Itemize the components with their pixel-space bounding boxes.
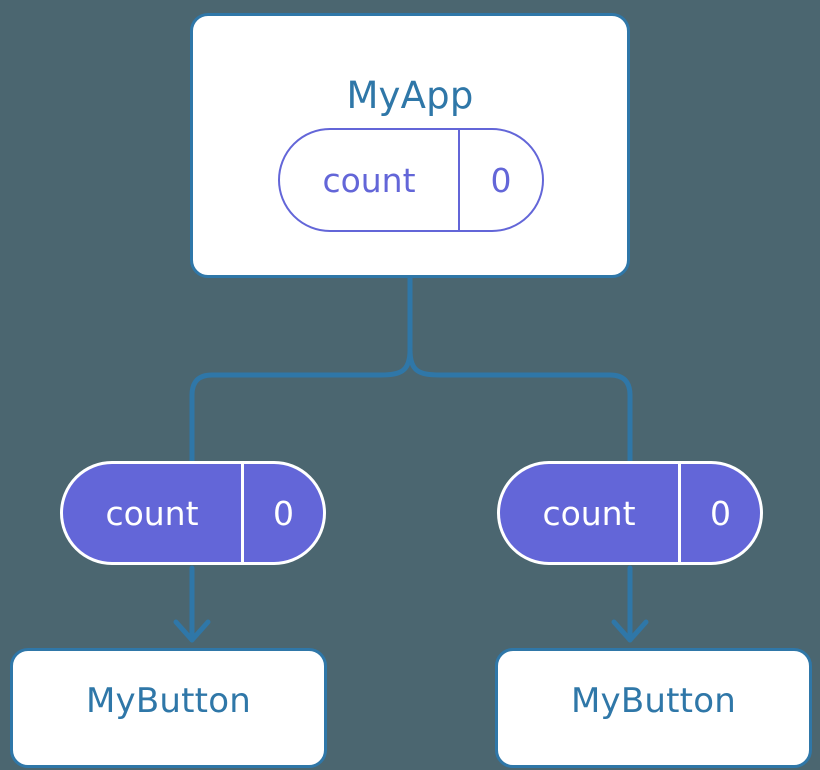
arrow-head-left [173, 619, 211, 643]
component-title-mybutton: MyButton [86, 681, 251, 721]
state-pill-value: 0 [458, 130, 542, 230]
state-pill-root[interactable]: count 0 [278, 128, 544, 232]
component-card-mybutton-right[interactable]: MyButton [495, 648, 812, 768]
arrow-head-right [611, 619, 649, 643]
connector-branch-left [189, 347, 413, 466]
state-pill-key: count [542, 493, 636, 533]
component-title-mybutton: MyButton [571, 681, 736, 721]
state-pill-branch-left[interactable]: count 0 [60, 461, 326, 565]
state-pill-value: 0 [241, 464, 323, 562]
state-pill-value: 0 [678, 464, 760, 562]
component-card-mybutton-left[interactable]: MyButton [10, 648, 327, 768]
connector-branch-right [407, 347, 633, 466]
component-title-myapp: MyApp [346, 74, 474, 117]
state-pill-branch-right[interactable]: count 0 [497, 461, 763, 565]
state-pill-key: count [322, 160, 416, 200]
state-pill-key: count [105, 493, 199, 533]
